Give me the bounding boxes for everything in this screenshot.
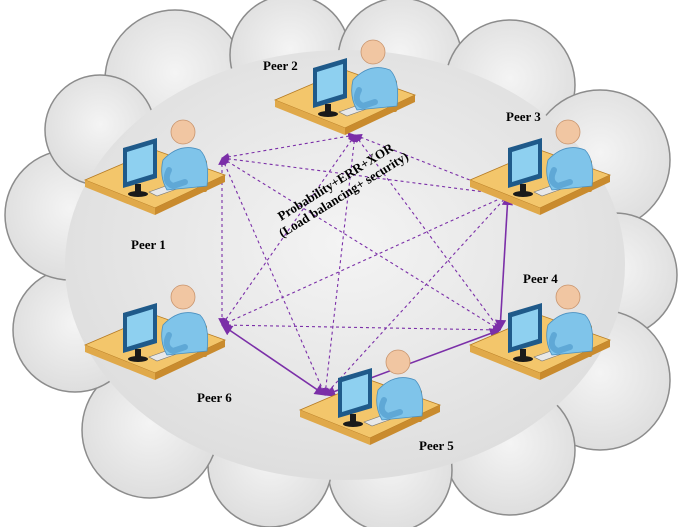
monitor-stand <box>135 184 141 192</box>
workstation-peer2 <box>273 39 417 135</box>
person-body <box>376 377 424 421</box>
desk-front <box>85 345 155 380</box>
person-arm <box>163 167 188 190</box>
desk-front <box>470 180 540 215</box>
person-body <box>351 67 399 111</box>
person-head <box>360 39 386 65</box>
peer-label-3: Peer 3 <box>506 109 541 124</box>
monitor-screen <box>342 374 368 412</box>
person-body <box>161 147 209 191</box>
monitor-screen <box>127 309 153 347</box>
monitor-base <box>128 191 148 197</box>
links-layer <box>218 132 513 397</box>
monitor-base <box>128 356 148 362</box>
workstation-peer1 <box>83 119 227 215</box>
peer-label-4: Peer 4 <box>523 271 558 286</box>
link-peer6-peer4 <box>221 321 501 334</box>
monitor-screen <box>512 309 538 347</box>
peer-label-2: Peer 2 <box>263 58 298 73</box>
monitor-base <box>343 421 363 427</box>
link-peer3-peer4 <box>495 193 513 332</box>
peer-label-5: Peer 5 <box>419 438 454 453</box>
monitor-base <box>513 356 533 362</box>
person-head <box>385 349 411 375</box>
monitor-stand <box>135 349 141 357</box>
desk-front <box>85 180 155 215</box>
workstation-peer5 <box>298 349 442 445</box>
person-arm <box>378 397 403 420</box>
monitor-stand <box>350 414 356 422</box>
workstation-peer6 <box>83 284 227 380</box>
monitor-stand <box>325 104 331 112</box>
peers-layer <box>83 39 612 445</box>
person-head <box>170 284 196 310</box>
desk-front <box>275 100 345 135</box>
person-arm <box>548 332 573 355</box>
monitor-base <box>318 111 338 117</box>
workstation-peer4 <box>468 284 612 380</box>
desk-front <box>300 410 370 445</box>
person-head <box>555 119 581 145</box>
peer-label-1: Peer 1 <box>131 237 166 252</box>
person-arm <box>163 332 188 355</box>
monitor-screen <box>127 144 153 182</box>
person-body <box>546 312 594 356</box>
person-arm <box>353 87 378 110</box>
peer-label-6: Peer 6 <box>197 390 232 405</box>
monitor-stand <box>520 184 526 192</box>
desk-front <box>470 345 540 380</box>
workstation-peer3 <box>468 119 612 215</box>
person-body <box>546 147 594 191</box>
person-head <box>170 119 196 145</box>
link-peer6-peer5 <box>221 324 326 396</box>
person-head <box>555 284 581 310</box>
monitor-screen <box>512 144 538 182</box>
person-body <box>161 312 209 356</box>
person-arm <box>548 167 573 190</box>
monitor-stand <box>520 349 526 357</box>
monitor-screen <box>317 64 343 102</box>
monitor-base <box>513 191 533 197</box>
